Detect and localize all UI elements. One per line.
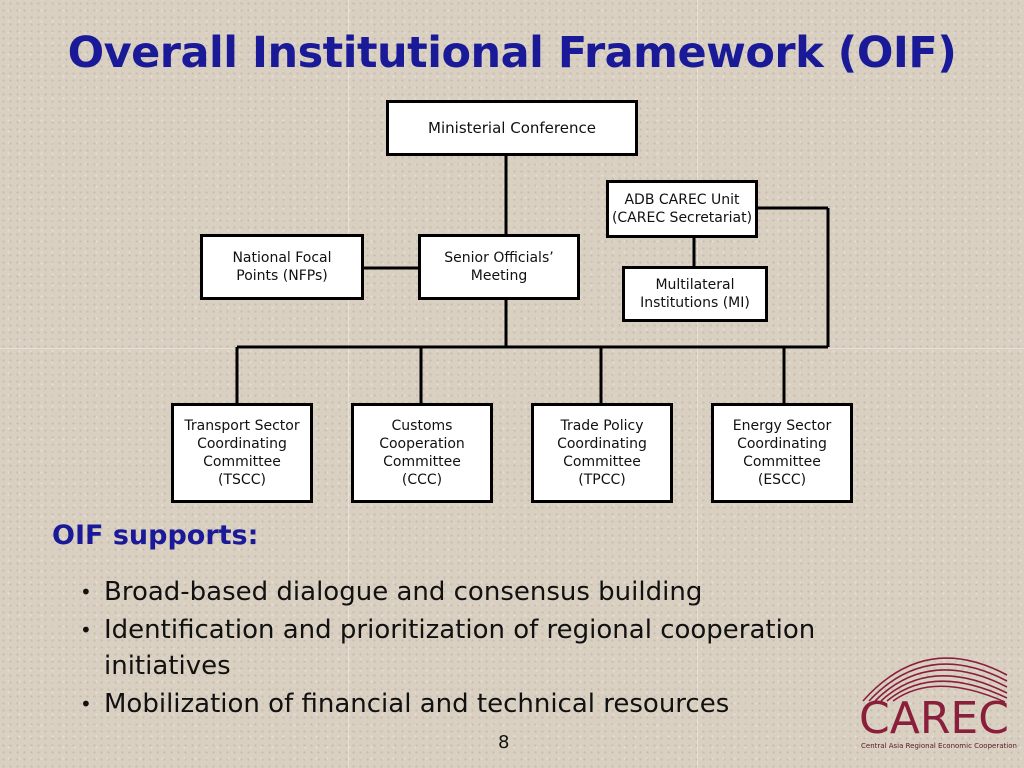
multilateral-institutions-box: Multilateral Institutions (MI) (622, 266, 768, 322)
list-item: •Mobilization of financial and technical… (76, 686, 876, 722)
bullet-icon: • (80, 618, 92, 642)
tpcc-box: Trade Policy Coordinating Committee (TPC… (531, 403, 673, 503)
logo-arcs-icon (862, 657, 1008, 703)
tscc-box: Transport Sector Coordinating Committee … (171, 403, 313, 503)
logo-tagline: Central Asia Regional Economic Cooperati… (861, 742, 1017, 750)
carec-logo: CAREC Central Asia Regional Economic Coo… (855, 635, 1017, 755)
senior-officials-meeting-box: Senior Officials’ Meeting (418, 234, 580, 300)
ccc-box: Customs Cooperation Committee (CCC) (351, 403, 493, 503)
supports-heading: OIF supports: (52, 520, 259, 551)
national-focal-points-box: National Focal Points (NFPs) (200, 234, 364, 300)
page-number: 8 (498, 732, 510, 753)
supports-list: •Broad-based dialogue and consensus buil… (76, 574, 876, 724)
escc-box: Energy Sector Coordinating Committee (ES… (711, 403, 853, 503)
background-gridline (348, 0, 349, 768)
slide-title: Overall Institutional Framework (OIF) (67, 28, 957, 78)
list-item: •Identification and prioritization of re… (76, 612, 876, 684)
list-item: •Broad-based dialogue and consensus buil… (76, 574, 876, 610)
background-gridline (697, 0, 698, 768)
adb-carec-unit-box: ADB CAREC Unit (CAREC Secretariat) (606, 180, 758, 238)
ministerial-conference-box: Ministerial Conference (386, 100, 638, 156)
bullet-icon: • (80, 580, 92, 604)
bullet-icon: • (80, 692, 92, 716)
logo-wordmark: CAREC (859, 693, 1009, 744)
